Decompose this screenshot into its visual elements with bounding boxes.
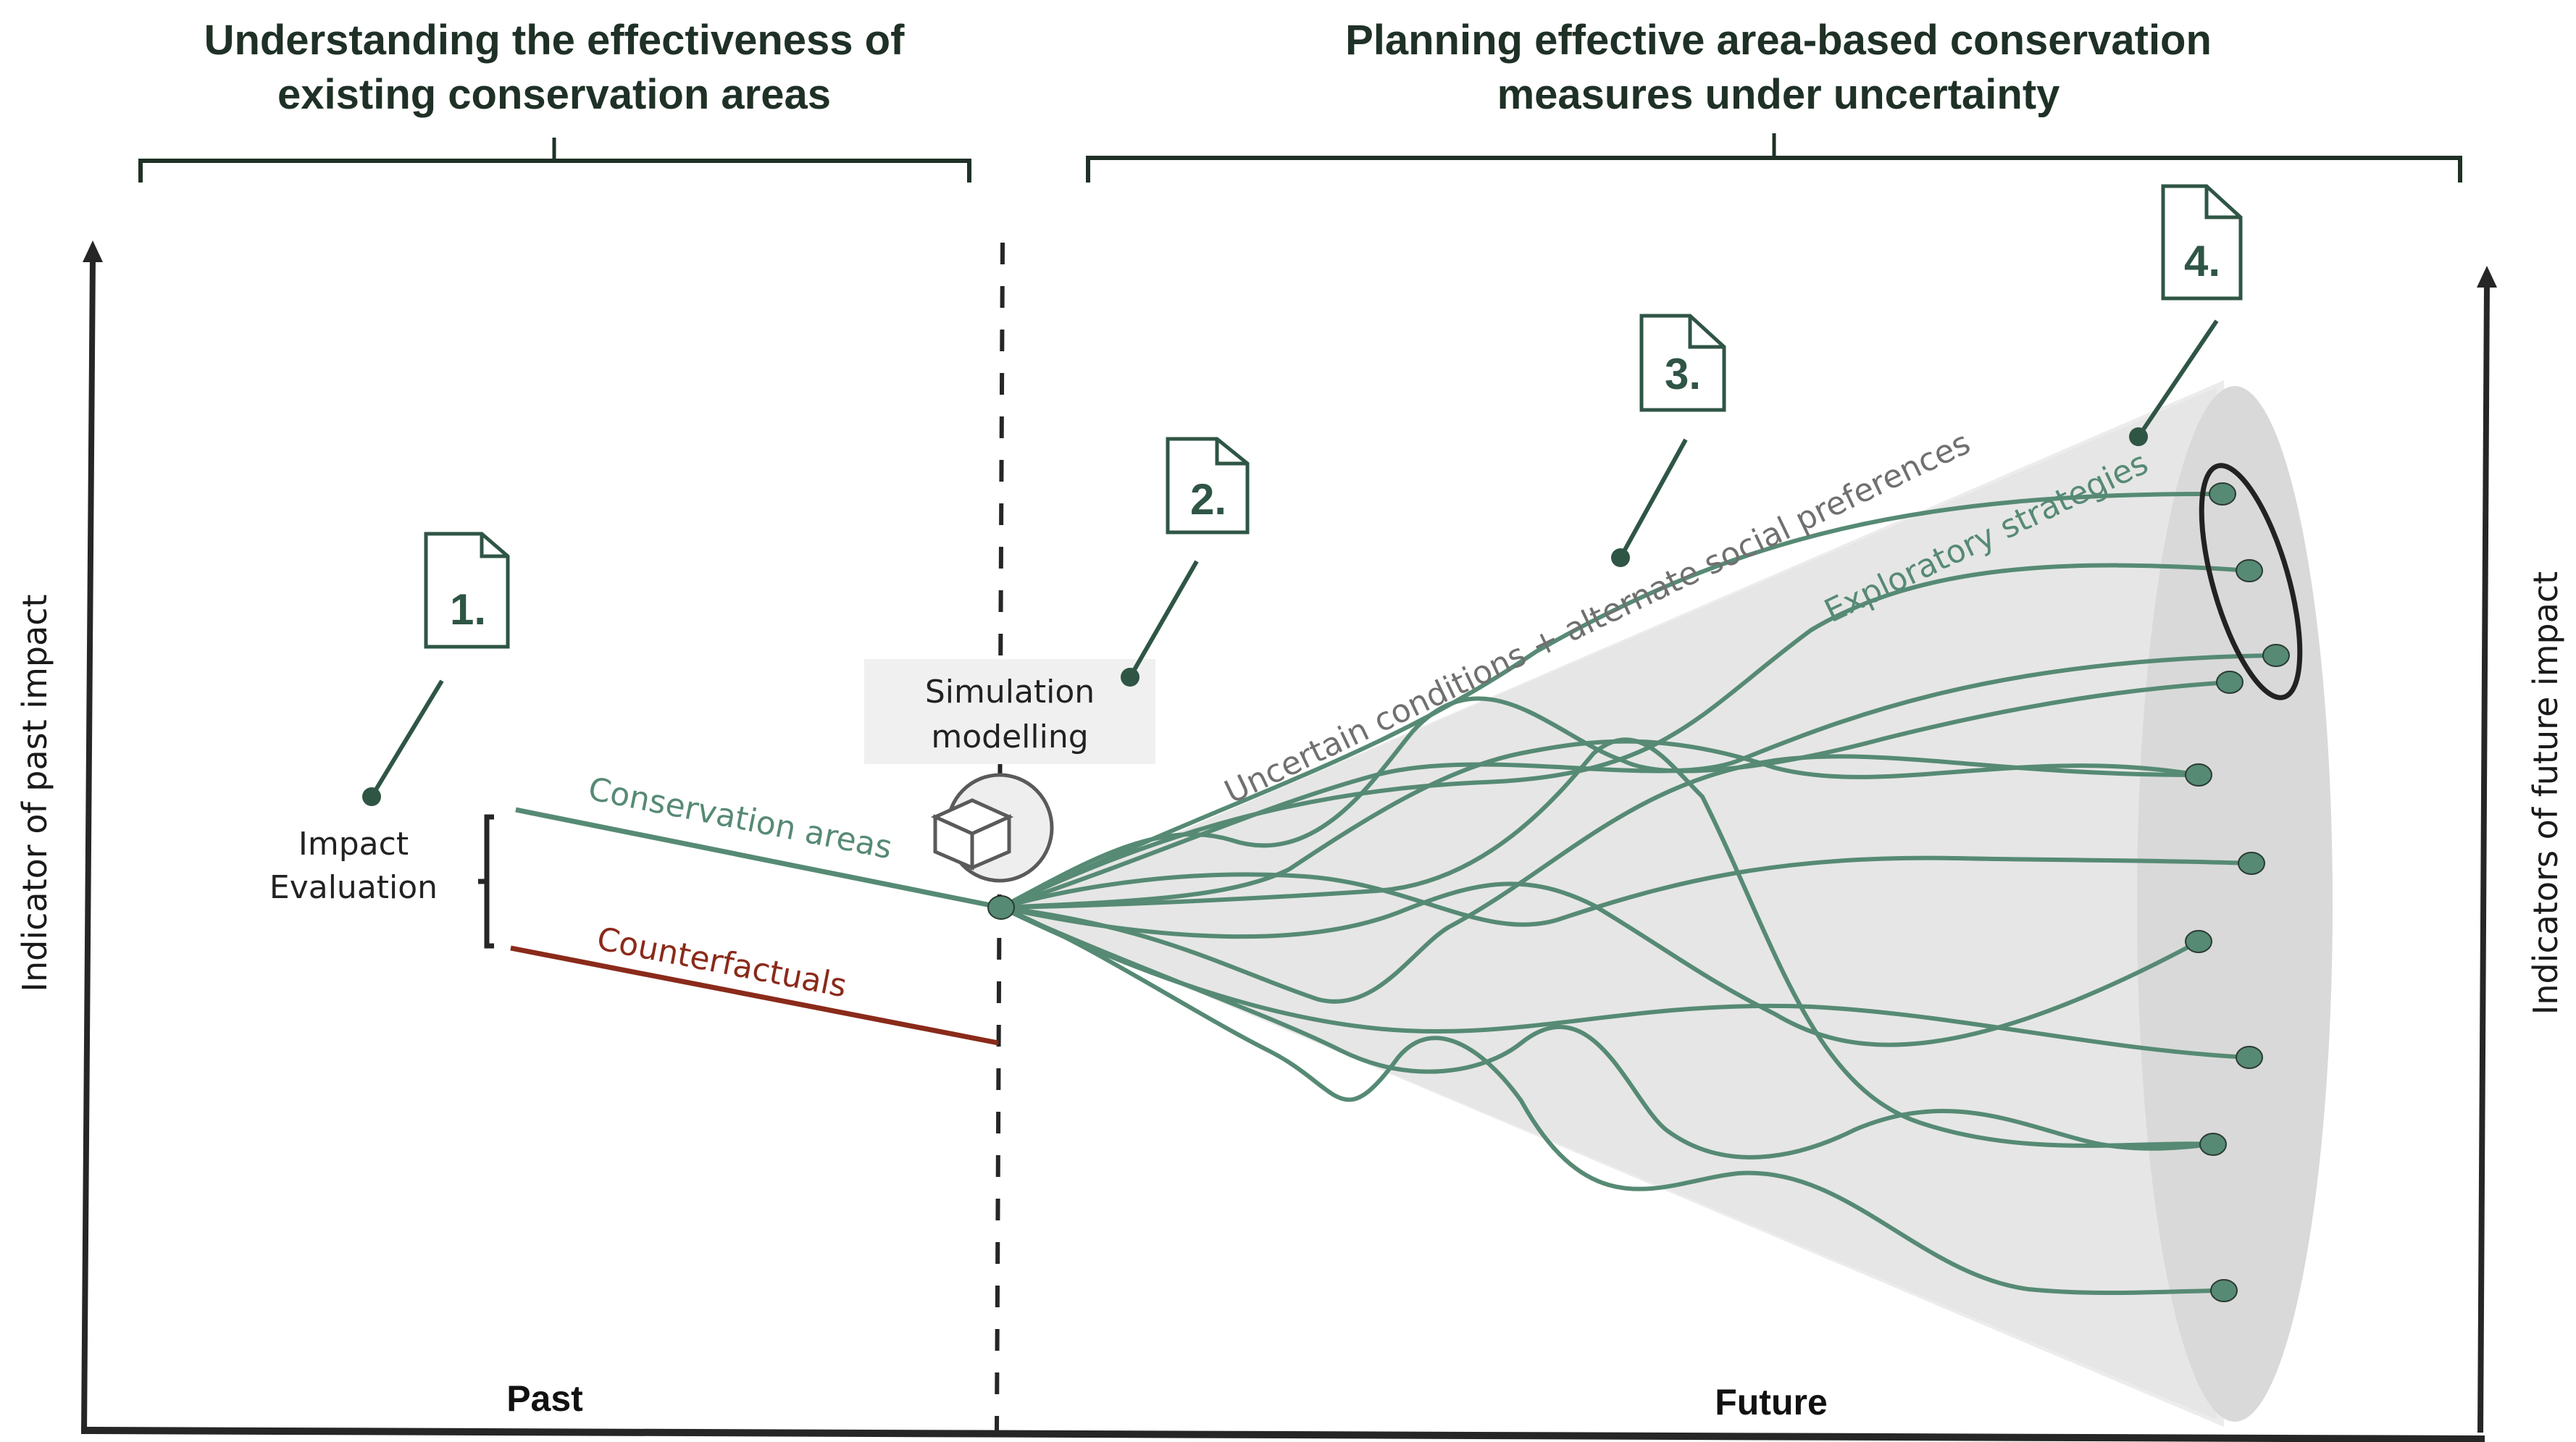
strategy-curve [1000, 905, 2225, 1296]
step-1-number: 1. [450, 585, 486, 634]
left-y-axis-label: Indicator of past impact [15, 594, 54, 992]
strategy-endpoint [2210, 1279, 2238, 1302]
step-3-number: 3. [1665, 350, 1701, 398]
strategy-endpoint [2236, 559, 2263, 582]
strategy-endpoints [2185, 482, 2290, 1302]
strategy-endpoint [2185, 930, 2212, 953]
strategy-curve [1000, 680, 2230, 910]
impact-evaluation-bracket [478, 814, 494, 949]
future-label: Future [1715, 1382, 1828, 1422]
model-cube-icon [930, 773, 1054, 883]
left-y-axis [81, 240, 103, 1435]
step-2-marker: 2. [1121, 437, 1250, 687]
strategy-curve [1000, 563, 2250, 910]
conservation-areas-label: Conservation areas [585, 771, 895, 867]
strategy-endpoint [2185, 763, 2212, 787]
past-label: Past [506, 1378, 583, 1419]
uncertainty-cone [1000, 380, 2333, 1427]
x-axis [81, 1427, 2485, 1442]
right-y-axis [2477, 266, 2497, 1433]
impact-evaluation-label-line-2: Evaluation [269, 869, 438, 906]
exploratory-strategy-curves [1000, 491, 2277, 1296]
strategy-endpoint [2199, 1133, 2227, 1156]
strategy-curve [1000, 739, 2199, 910]
right-section-bracket [1086, 133, 2462, 183]
strategy-endpoint [2238, 852, 2265, 875]
impact-evaluation-label-line-1: Impact [298, 826, 409, 863]
present-node [987, 895, 1015, 920]
step-1-marker: 1. [362, 532, 510, 806]
document-icon [1166, 437, 1250, 535]
arrow-up-icon [83, 240, 103, 262]
left-heading-line-1: Understanding the effectiveness of [204, 17, 906, 64]
strategy-endpoint [2209, 482, 2236, 506]
left-section-bracket [138, 138, 971, 183]
leader-dot [1121, 668, 1139, 687]
strategy-curve [1000, 855, 2252, 927]
right-y-axis-label: Indicators of future impact [2526, 571, 2565, 1015]
strategy-curve [1000, 737, 2214, 1148]
document-icon [2161, 184, 2243, 301]
right-heading-line-2: measures under uncertainty [1497, 71, 2060, 118]
left-heading-line-2: existing conservation areas [277, 71, 831, 118]
selected-strategies-ring [2199, 463, 2303, 700]
leader-dot [362, 787, 381, 806]
counterfactuals-label: Counterfactuals [594, 921, 850, 1005]
future-outcome-space [2137, 386, 2333, 1422]
right-heading-line-1: Planning effective area-based conservati… [1345, 17, 2212, 64]
leader-dot [2129, 427, 2148, 446]
simulation-modelling-box [864, 659, 1155, 764]
simulation-modelling-line-2: modelling [931, 718, 1088, 755]
strategy-curve [1000, 881, 2200, 1047]
simulation-modelling-line-1: Simulation [925, 674, 1095, 710]
strategy-curve [1000, 491, 2223, 910]
strategy-endpoint [2236, 1046, 2263, 1069]
counterfactuals-line [510, 945, 999, 1046]
strategy-curve [1000, 905, 2214, 1160]
conservation-areas-line [515, 807, 1003, 910]
document-icon [1639, 314, 1726, 412]
document-icon [424, 532, 510, 649]
strategy-curve [1000, 754, 2199, 1004]
step-4-number: 4. [2184, 237, 2220, 285]
step-4-marker: 4. [2129, 184, 2243, 446]
leader-dot [1611, 548, 1630, 567]
strategy-endpoint [2262, 644, 2290, 667]
step-2-number: 2. [1190, 475, 1226, 524]
arrow-up-icon [2477, 266, 2497, 288]
step-3-marker: 3. [1611, 314, 1726, 567]
strategy-endpoint [2216, 671, 2243, 694]
strategy-curve [1000, 653, 2277, 910]
